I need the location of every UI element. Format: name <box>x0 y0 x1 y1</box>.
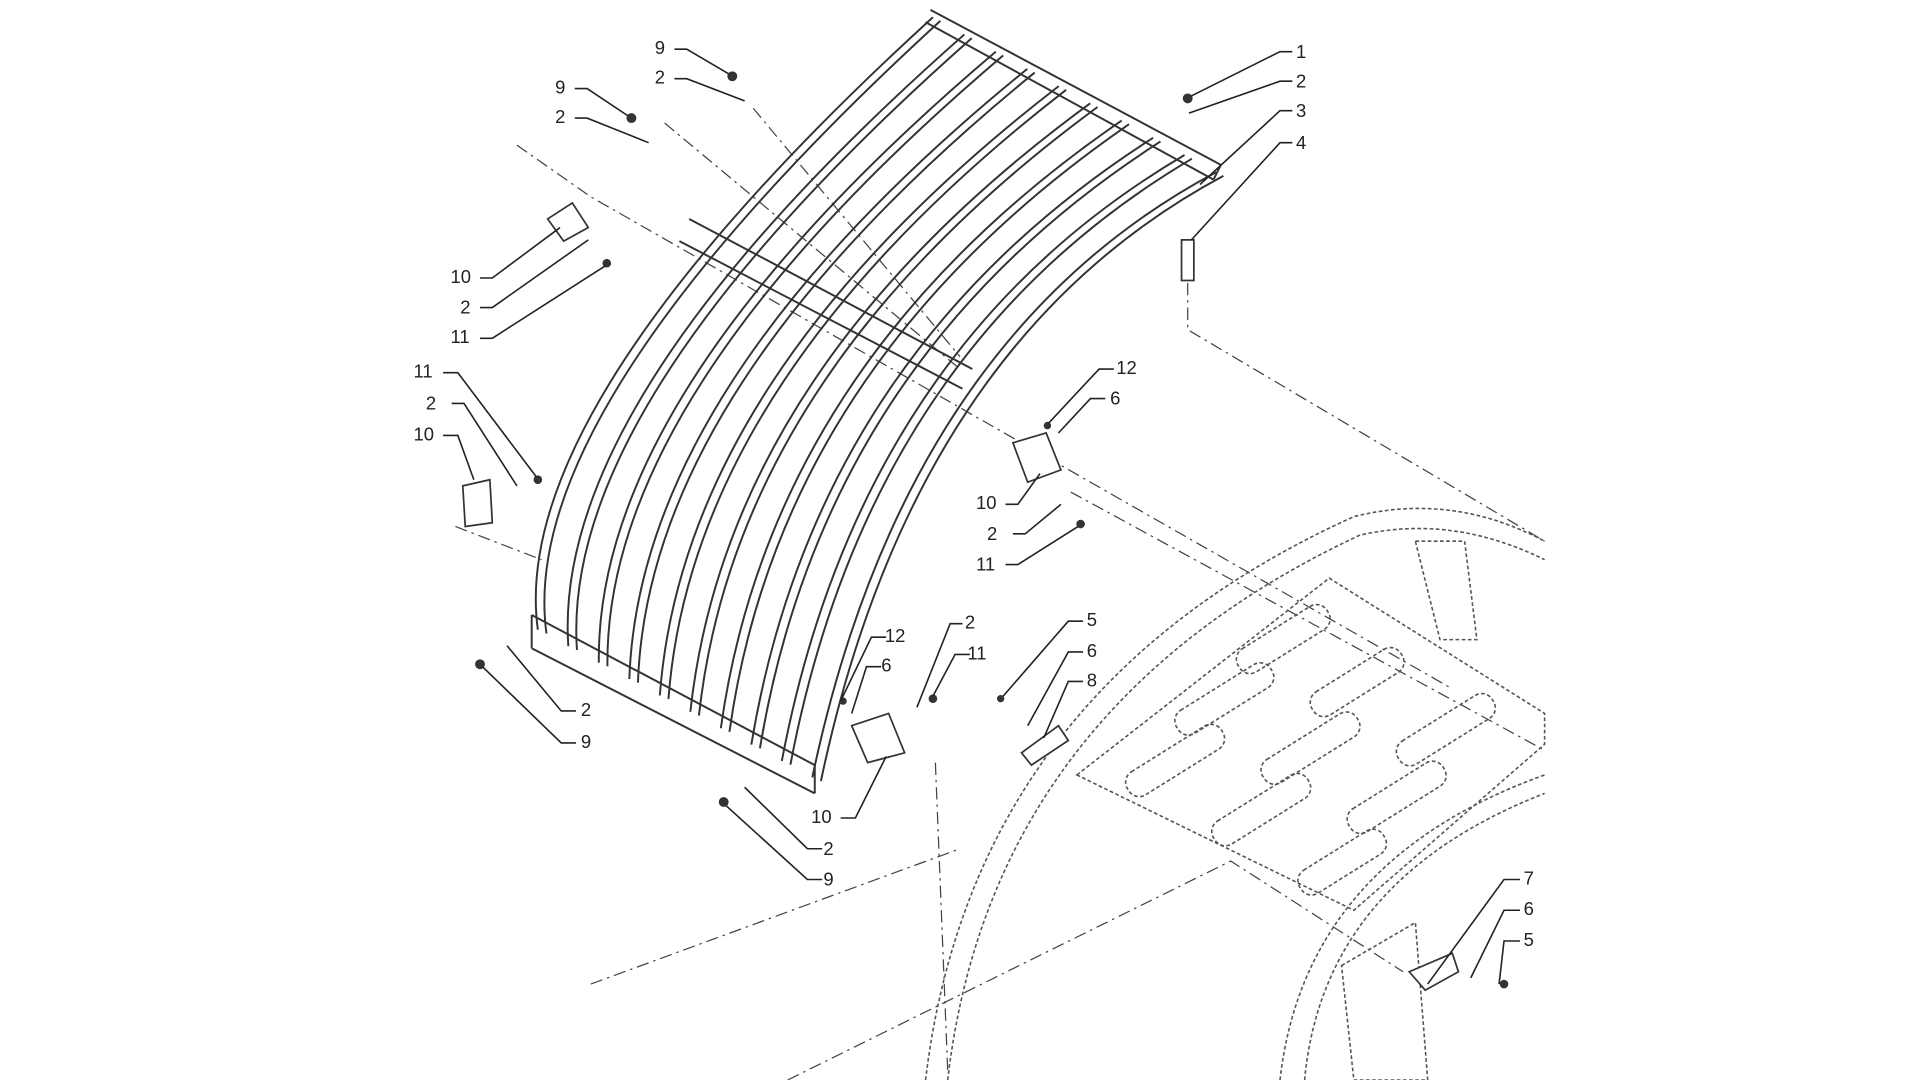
guard-rib <box>789 157 1193 765</box>
guard-rib <box>750 136 1154 745</box>
guard-rib <box>697 106 1099 716</box>
callout-10: 10 <box>976 492 997 513</box>
hardware <box>461 71 1509 992</box>
guard-rib <box>636 71 1036 683</box>
guard-top-bar <box>925 8 1222 181</box>
guard-rib <box>534 16 934 630</box>
sleeve-4 <box>1180 239 1195 282</box>
callout-9: 9 <box>823 869 833 890</box>
bracket-10-left-top <box>546 201 590 243</box>
callout-7: 7 <box>1524 867 1534 888</box>
bracket-10-left <box>461 478 494 528</box>
bracket-10-bottom <box>850 712 906 764</box>
callout-2: 2 <box>555 106 565 127</box>
guard-rib <box>566 33 966 647</box>
callout-2: 2 <box>460 297 470 318</box>
callout-9: 9 <box>655 37 665 58</box>
guard-rib <box>606 54 1004 667</box>
callout-10: 10 <box>450 266 471 287</box>
center-lines <box>455 107 1545 1080</box>
machine-frame <box>924 507 1546 1080</box>
callout-12: 12 <box>885 625 906 646</box>
guard-rib <box>728 123 1130 733</box>
callout-6: 6 <box>1524 898 1534 919</box>
callout-labels: 1 2 3 4 9 2 9 2 10 2 11 11 2 10 12 6 10 … <box>414 37 1534 950</box>
guard-rib <box>628 68 1028 680</box>
guard-rib <box>819 175 1224 782</box>
callout-9: 9 <box>555 76 565 97</box>
callout-2: 2 <box>1296 70 1306 91</box>
callout-11: 11 <box>976 554 995 575</box>
plate-slots <box>1124 603 1497 896</box>
callout-2: 2 <box>581 699 591 720</box>
callout-10: 10 <box>811 806 832 827</box>
bracket-7 <box>1407 952 1460 992</box>
guard-cross-bar <box>678 218 973 390</box>
guard-rib <box>719 119 1123 729</box>
callout-6: 6 <box>1110 388 1120 409</box>
callout-12: 12 <box>1116 357 1137 378</box>
callout-10: 10 <box>414 423 435 444</box>
guard-rib <box>667 89 1067 700</box>
callout-4: 4 <box>1296 132 1306 153</box>
guard-rib <box>575 37 973 650</box>
guard-rib <box>658 85 1060 696</box>
callout-6: 6 <box>1087 640 1097 661</box>
callout-1: 1 <box>1296 41 1306 62</box>
callout-2: 2 <box>987 523 997 544</box>
callout-11: 11 <box>450 326 469 347</box>
callout-5: 5 <box>1087 609 1097 630</box>
callout-11: 11 <box>967 642 986 663</box>
guard-rib <box>543 20 941 634</box>
guard-bottom-bar <box>530 614 816 795</box>
guard-rib <box>811 171 1217 778</box>
bar-guard <box>530 8 1224 795</box>
guard-rib <box>758 140 1162 749</box>
callout-3: 3 <box>1296 100 1306 121</box>
guard-rib <box>689 102 1091 712</box>
callout-9: 9 <box>581 731 591 752</box>
callout-11: 11 <box>414 361 433 382</box>
callout-2: 2 <box>965 612 975 633</box>
callout-leaders <box>443 48 1520 985</box>
guard-rib <box>780 154 1186 762</box>
bracket-8 <box>1020 724 1070 767</box>
bracket-10-right <box>1011 431 1063 484</box>
callout-5: 5 <box>1524 929 1534 950</box>
callout-8: 8 <box>1087 669 1097 690</box>
callout-2: 2 <box>426 393 436 414</box>
callout-2: 2 <box>655 67 665 88</box>
callout-2: 2 <box>823 838 833 859</box>
callout-6: 6 <box>881 655 891 676</box>
guard-rib <box>597 50 997 663</box>
